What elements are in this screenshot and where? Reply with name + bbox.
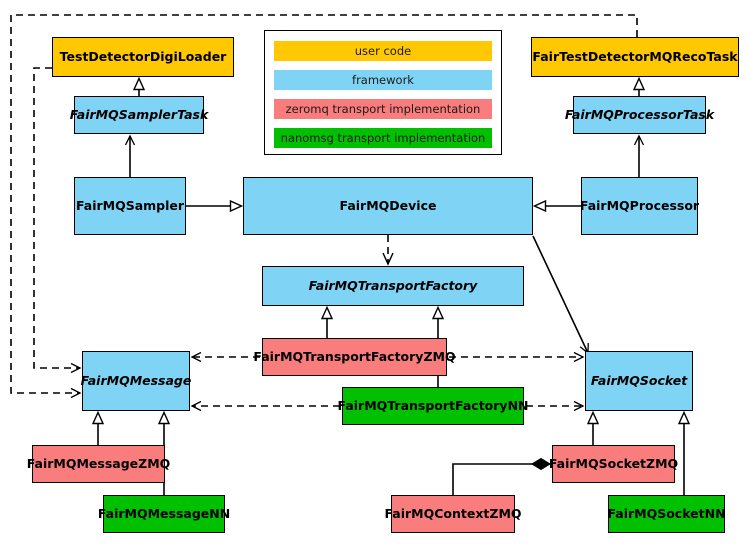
class-box-fairmqprocessortask[interactable]: FairMQProcessorTask	[565, 96, 714, 134]
class-box-fairmqsocketzmq[interactable]: FairMQSocketZMQ	[548, 445, 679, 483]
class-label: FairMQDevice	[339, 197, 437, 213]
legend-item-user-code: user code	[274, 41, 492, 61]
class-box-testdetectordigiloader[interactable]: TestDetectorDigiLoader	[52, 37, 234, 77]
class-box-fairtestdetectormqrecotask[interactable]: FairTestDetectorMQRecoTask	[531, 37, 739, 77]
legend-label: user code	[354, 44, 412, 58]
legend-item-nanomsg: nanomsg transport implementation	[274, 128, 492, 148]
class-box-fairmqdevice[interactable]: FairMQDevice	[243, 177, 533, 235]
class-label: FairMQProcessor	[579, 197, 700, 213]
class-box-fairmqsamplertask[interactable]: FairMQSamplerTask	[70, 96, 208, 134]
class-box-fairmqprocessor[interactable]: FairMQProcessor	[579, 177, 700, 235]
class-label: FairMQMessage	[80, 372, 192, 388]
class-box-fairmqmessagezmq[interactable]: FairMQMessageZMQ	[27, 445, 170, 483]
legend-label: zeromq transport implementation	[285, 102, 481, 116]
legend-item-framework: framework	[274, 70, 492, 90]
class-box-fairmqcontextzmq[interactable]: FairMQContextZMQ	[384, 495, 522, 533]
legend-label: nanomsg transport implementation	[280, 131, 486, 145]
class-label: FairMQProcessorTask	[564, 106, 715, 122]
class-box-fairmqtransportfactoryzmq[interactable]: FairMQTransportFactoryZMQ	[253, 338, 456, 376]
class-box-fairmqtransportfactorynn[interactable]: FairMQTransportFactoryNN	[338, 387, 529, 425]
class-label: FairMQTransportFactoryZMQ	[253, 348, 456, 364]
class-label: FairMQSocket	[590, 372, 688, 388]
class-box-fairmqmessagenn[interactable]: FairMQMessageNN	[98, 495, 230, 533]
legend-box: user code framework zeromq transport imp…	[264, 30, 502, 155]
class-label: TestDetectorDigiLoader	[59, 48, 227, 64]
class-label: FairMQSamplerTask	[69, 106, 209, 122]
legend-item-zeromq: zeromq transport implementation	[274, 99, 492, 119]
class-label: FairMQMessageNN	[97, 505, 231, 521]
class-box-fairmqmessage[interactable]: FairMQMessage	[80, 351, 192, 411]
class-label: FairTestDetectorMQRecoTask	[532, 48, 738, 64]
class-label: FairMQSocketZMQ	[548, 455, 679, 471]
legend-label: framework	[352, 73, 414, 87]
class-label: FairMQTransportFactoryNN	[337, 397, 529, 413]
class-box-fairmqsocketnn[interactable]: FairMQSocketNN	[607, 495, 726, 533]
class-box-fairmqsocket[interactable]: FairMQSocket	[585, 351, 693, 411]
class-box-fairmqsampler[interactable]: FairMQSampler	[74, 177, 186, 235]
class-label: FairMQSocketNN	[607, 505, 726, 521]
class-label: FairMQContextZMQ	[384, 505, 522, 521]
class-label: FairMQTransportFactory	[308, 277, 478, 293]
class-label: FairMQSampler	[75, 197, 185, 213]
class-label: FairMQMessageZMQ	[26, 455, 171, 471]
class-box-fairmqtransportfactory[interactable]: FairMQTransportFactory	[262, 266, 524, 306]
